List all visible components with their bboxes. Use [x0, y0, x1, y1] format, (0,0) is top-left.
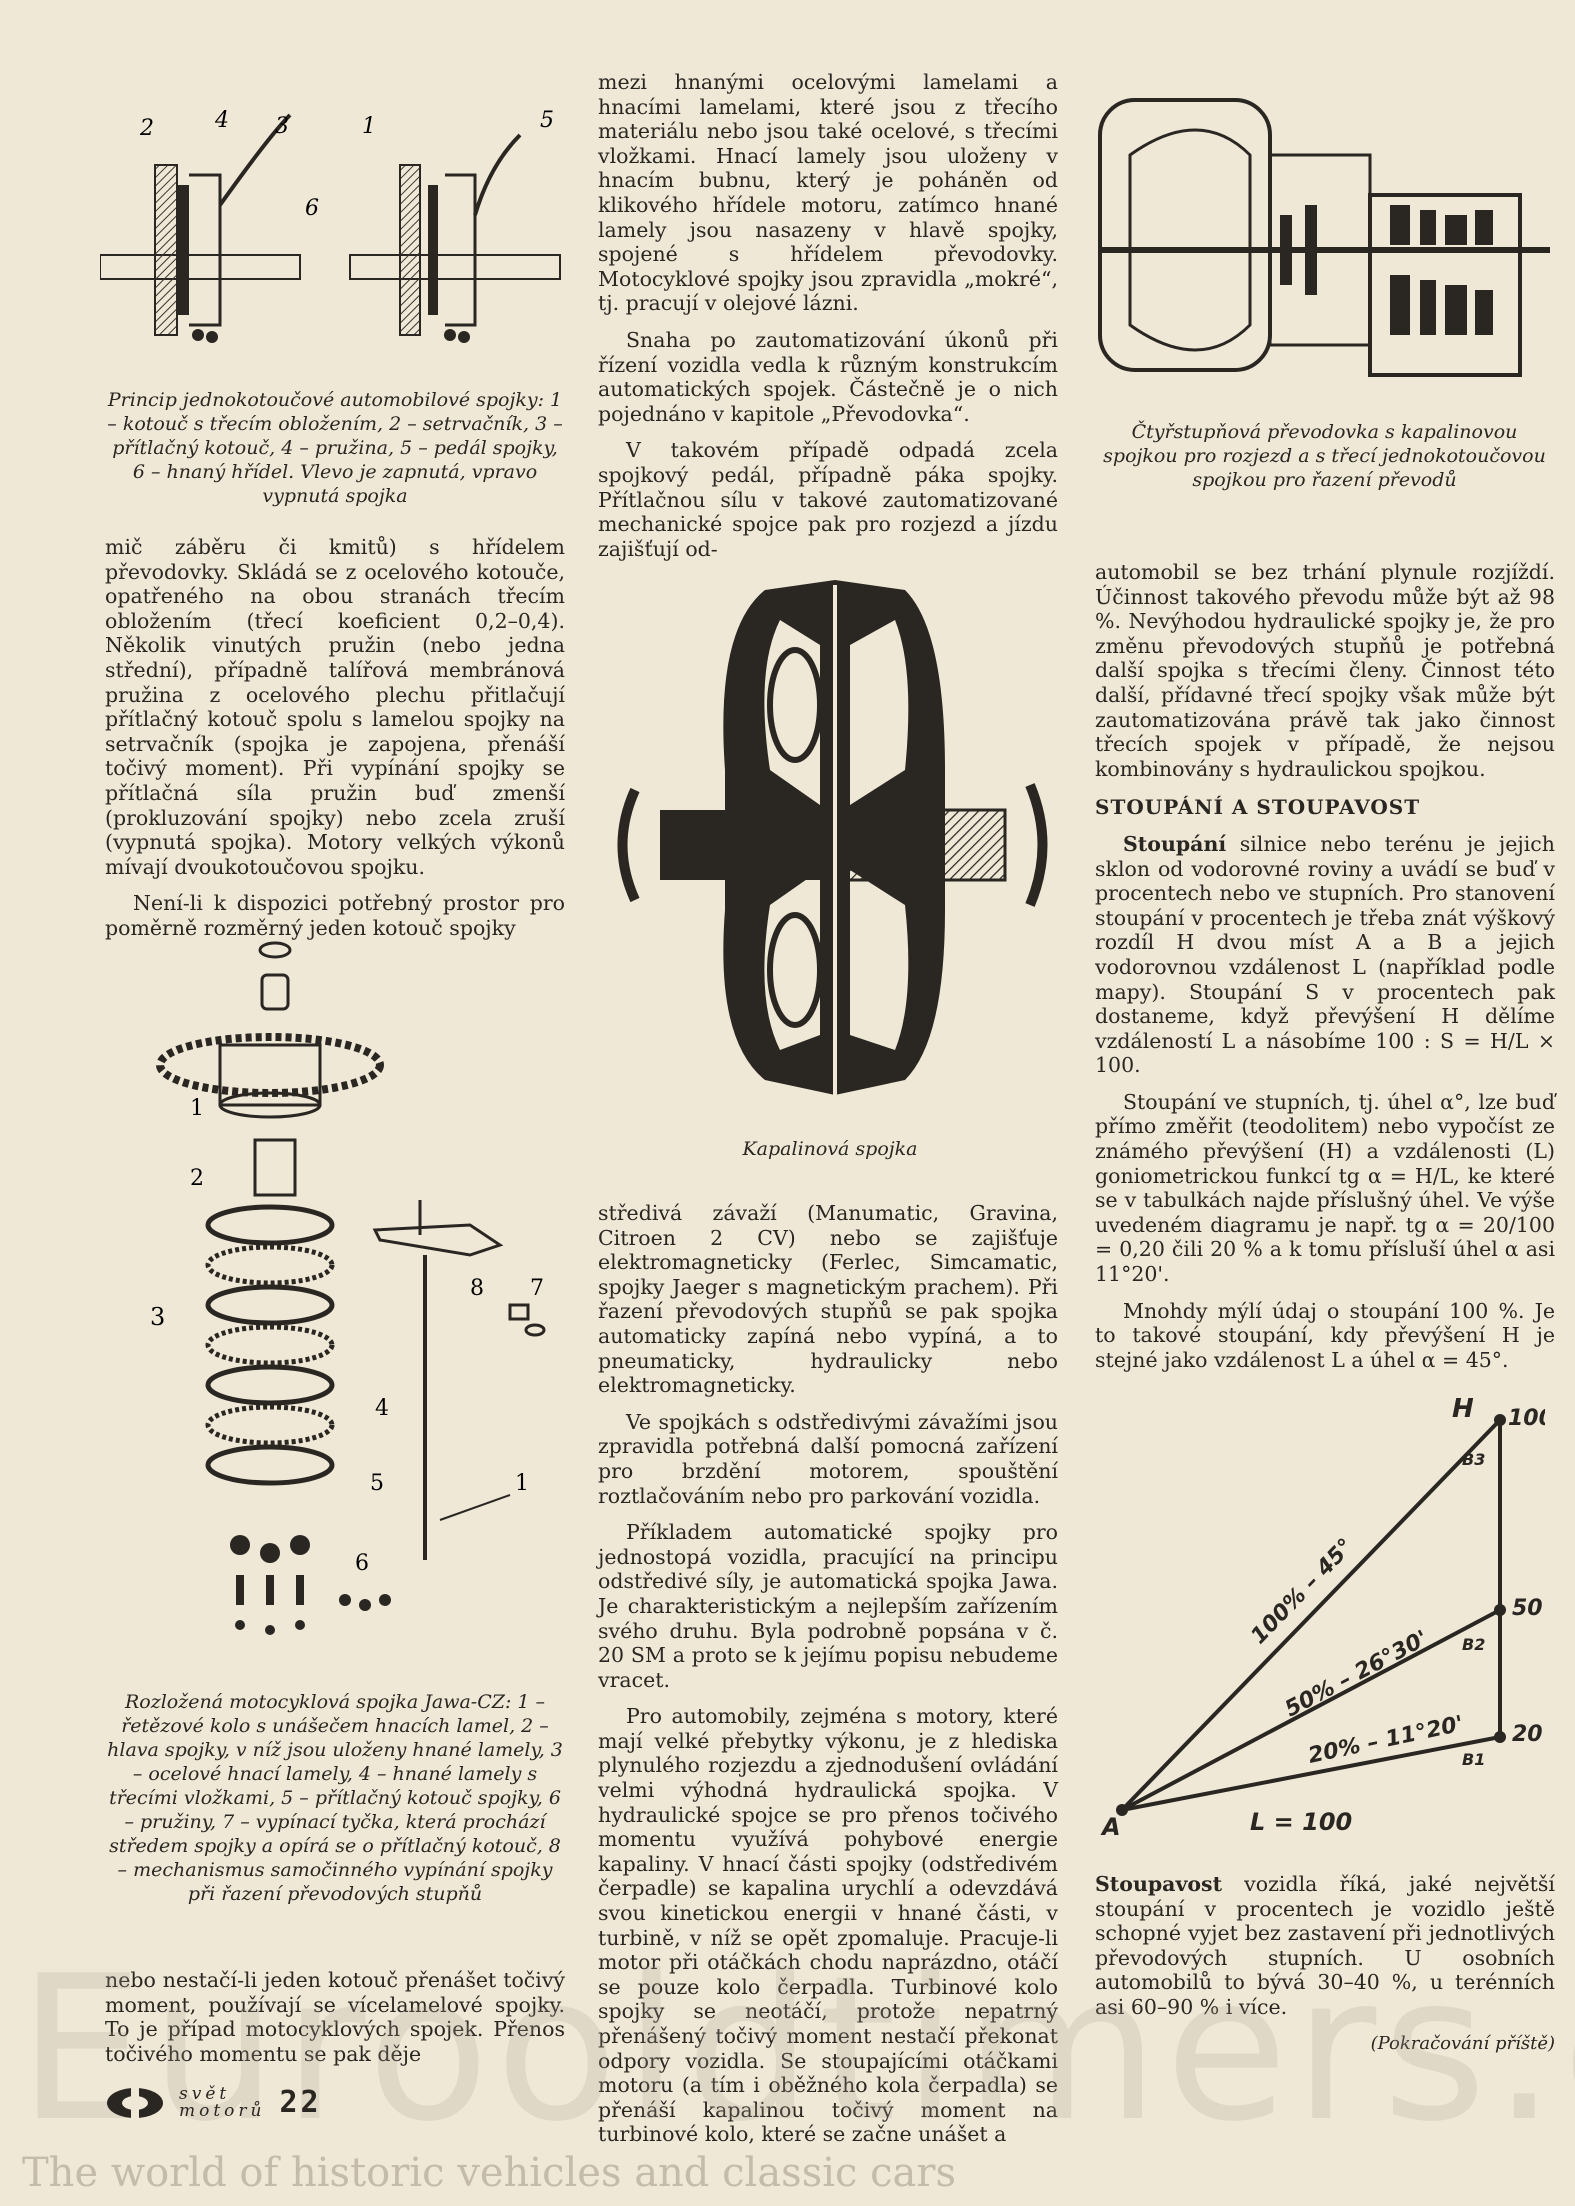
fig3-label-4: 4: [375, 1396, 389, 1421]
term-stoupani: Stoupání: [1123, 831, 1227, 856]
fig1-label-6: 6: [305, 196, 319, 221]
col3-paragraph-3: Stoupání ve stupních, tj. úhel α°, lze b…: [1095, 1089, 1555, 1287]
diagram-label-100: 100: [1508, 1406, 1545, 1431]
diagram-label-h: H: [1452, 1395, 1474, 1424]
col1-paragraph-2: Není-li k dispozici potřebný prostor pro…: [105, 891, 565, 940]
column-1: mič záběru či kmitů) s hřídelem převodov…: [105, 535, 565, 953]
diagram-line-50: 50% – 26°30': [1281, 1626, 1432, 1722]
col2-paragraph-3: V takovém případě odpadá zcela spojkový …: [598, 438, 1058, 561]
page-number: 22: [279, 2085, 322, 2120]
diagram-label-b3: B3: [1462, 1450, 1485, 1469]
column-2-top: mezi hnanými ocelovými lamelami a hnacím…: [598, 70, 1058, 573]
diagram-label-b1: B1: [1462, 1750, 1485, 1769]
moto-clutch-drawing: 1 2 3 4 5 6 7 8 1: [150, 941, 546, 1635]
magazine-name: svět motorů: [179, 2083, 266, 2121]
fig3-label-6: 6: [355, 1551, 369, 1576]
term-stoupavost: Stoupavost: [1095, 1872, 1223, 1896]
fig1-label-5: 5: [540, 108, 554, 133]
col2-paragraph-7: Pro automobily, zejména s motory, které …: [598, 1704, 1058, 2147]
gearbox-drawing: [1098, 98, 1550, 377]
fluid-coupling-drawing: [617, 580, 1048, 1095]
diagram-label-20: 20: [1512, 1722, 1543, 1747]
magazine-name-top: svět: [179, 2083, 231, 2104]
diagram-label-a: A: [1100, 1813, 1121, 1841]
clutch-principle-figure: 2 4 3 6 1 5: [100, 105, 570, 375]
gradient-diagram-drawing: H 100 50 20 A L = 100 B3 B2 B1 100% – 45…: [1100, 1395, 1545, 1841]
fig3-label-3: 3: [150, 1303, 165, 1331]
fluid-coupling-caption: Kapalinová spojka: [742, 1138, 918, 1160]
fluid-coupling-figure: [605, 570, 1055, 1105]
watermark-site: Eurooldtimers.com: [18, 1933, 1575, 2166]
fig3-label-1: 1: [190, 1096, 204, 1121]
column-3-bottom: Stoupavost vozidla říká, jaké největší s…: [1095, 1872, 1555, 2068]
col2-paragraph-4: středivá závaží (Manumatic, Gravina, Cit…: [598, 1201, 1058, 1398]
clutch-principle-caption: Princip jednokotoučové automobilové spoj…: [107, 389, 563, 507]
col2-paragraph-1: mezi hnanými ocelovými lamelami a hnacím…: [598, 70, 1058, 316]
col2-paragraph-2: Snaha po zautomatizování úkonů při řízen…: [598, 327, 1058, 426]
fig1-label-1: 1: [362, 114, 376, 139]
magazine-logo-icon: [107, 2087, 163, 2118]
col3-paragraph-2-text: silnice nebo terénu je jejich sklon od v…: [1095, 831, 1555, 1078]
clutch-principle-drawing: 2 4 3 6 1 5: [100, 108, 561, 343]
fig1-label-3: 3: [275, 114, 289, 139]
col3-paragraph-5: Stoupavost vozidla říká, jaké největší s…: [1095, 1872, 1555, 2020]
col3-paragraph-4: Mnohdy mýlí údaj o stoupání 100 %. Je to…: [1095, 1298, 1555, 1372]
diagram-label-l: L = 100: [1250, 1808, 1352, 1836]
continued-note: (Pokračování příště): [1370, 2032, 1555, 2054]
fig3-label-2: 2: [190, 1166, 204, 1191]
page-footer: svět motorů 22: [105, 2085, 322, 2120]
watermark-tagline: The world of historic vehicles and class…: [22, 2150, 957, 2196]
fig3-label-5: 5: [370, 1471, 384, 1496]
col2-paragraph-5: Ve spojkách s odstředivými závažími jsou…: [598, 1409, 1058, 1508]
gearbox-caption: Čtyřstupňová převodovka s kapalinovou sp…: [1103, 421, 1546, 491]
gradient-diagram: H 100 50 20 A L = 100 B3 B2 B1 100% – 45…: [1100, 1395, 1545, 1845]
section-heading: STOUPÁNÍ A STOUPAVOST: [1095, 795, 1421, 820]
col2-paragraph-6: Příkladem automatické spojky pro jednost…: [598, 1520, 1058, 1692]
diagram-label-b2: B2: [1462, 1635, 1485, 1654]
fig3-label-1b: 1: [515, 1471, 529, 1496]
column-3: automobil se bez trhání plynule rozjíždí…: [1095, 560, 1555, 1384]
column-1-bottom: nebo nestačí-li jeden kotouč přenášet to…: [105, 1968, 565, 2078]
column-2-bottom: středivá závaží (Manumatic, Gravina, Cit…: [598, 1201, 1058, 2159]
fig1-label-2: 2: [139, 116, 154, 141]
fig3-label-8: 8: [470, 1276, 484, 1301]
moto-clutch-figure: 1 2 3 4 5 6 7 8 1: [140, 935, 560, 1660]
fig3-label-7: 7: [530, 1276, 544, 1301]
diagram-line-100: 100% – 45°: [1246, 1534, 1358, 1649]
col3-paragraph-2: Stoupání silnice nebo terénu je jejich s…: [1095, 832, 1555, 1078]
magazine-name-bottom: motorů: [179, 2100, 266, 2121]
gearbox-figure: [1090, 95, 1560, 385]
col3-paragraph-1: automobil se bez trhání plynule rozjíždí…: [1095, 560, 1555, 781]
moto-clutch-caption: Rozložená motocyklová spojka Jawa-CZ: 1 …: [107, 1691, 563, 1905]
diagram-label-50: 50: [1512, 1596, 1543, 1621]
col1-paragraph-1: mič záběru či kmitů) s hřídelem převodov…: [105, 535, 565, 879]
fig1-label-4: 4: [214, 108, 229, 133]
col1-paragraph-3: nebo nestačí-li jeden kotouč přenášet to…: [105, 1968, 565, 2066]
col3-paragraph-5-text: vozidla říká, jaké největší stoupání v p…: [1095, 1872, 1555, 2019]
